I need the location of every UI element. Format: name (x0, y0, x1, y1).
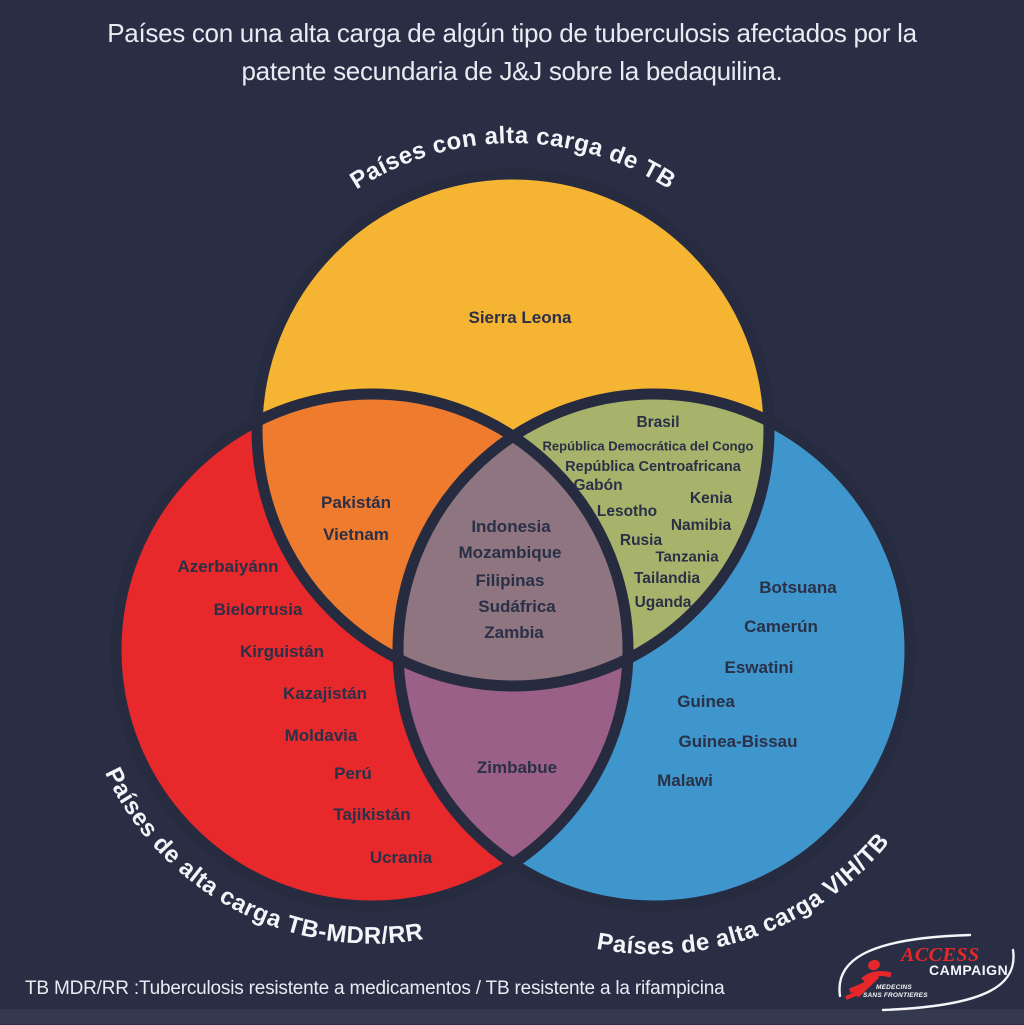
country-label: Kenia (689, 490, 733, 507)
page-title: Países con una alta carga de algún tipo … (0, 14, 1024, 90)
logo-campaign-text: CAMPAIGN (929, 962, 1008, 978)
country-label: Malawi (657, 771, 713, 790)
title-line-2: patente secundaria de J&J sobre la bedaq… (241, 56, 783, 86)
msf-icon (845, 959, 892, 1000)
circle-hiv-outline (392, 388, 916, 912)
country-label: Brasil (636, 414, 680, 431)
country-label: Tajikistán (333, 805, 411, 824)
access-campaign-logo: ACCESS CAMPAIGN MEDECINS SANS FRONTIERES (830, 918, 1022, 1020)
country-label: Mozambique (458, 543, 562, 562)
country-label: Kazajistán (282, 684, 368, 703)
country-label: Indonesia (471, 517, 551, 536)
country-label: Perú (334, 764, 372, 783)
country-label: Guinea (677, 692, 735, 711)
country-label: Azerbaiyánn (177, 557, 279, 576)
country-label: Tanzania (655, 548, 719, 566)
country-label: Botsuana (759, 578, 837, 597)
country-label: Lesotho (596, 503, 658, 520)
footer-bar (0, 1009, 1024, 1024)
country-label: Vietnam (323, 525, 389, 544)
country-label: Sudáfrica (478, 597, 556, 616)
logo-swoosh-top (838, 933, 972, 998)
country-label: Zimbabue (476, 758, 558, 777)
country-label: Camerún (744, 617, 818, 636)
country-label: Tailandia (633, 570, 701, 587)
country-label: Kirguistán (239, 642, 325, 661)
country-label: Eswatini (724, 658, 794, 677)
country-label: Filipinas (475, 571, 545, 590)
logo-access-text: ACCESS (899, 944, 980, 966)
country-label: Rusia (619, 532, 663, 549)
country-label: República Centroafricana (565, 459, 741, 475)
msf-name-line1: MEDECINS (876, 984, 912, 991)
country-label: República Democrática del Congo (542, 438, 754, 454)
country-label: Ucrania (369, 848, 433, 867)
footnote: TB MDR/RR :Tuberculosis resistente a med… (25, 978, 725, 999)
country-label: Uganda (634, 594, 692, 611)
country-label: Bielorrusia (213, 600, 303, 619)
logo-swoosh-bottom (881, 948, 1015, 1012)
msf-name-line2: SANS FRONTIERES (863, 992, 928, 999)
country-label: Guinea-Bissau (678, 732, 798, 751)
country-label: Zambia (484, 623, 544, 642)
circle-tb-outline (251, 168, 775, 692)
country-label: Pakistán (321, 493, 391, 512)
country-label: Gabón (573, 477, 623, 494)
country-label: Sierra Leona (468, 308, 572, 327)
title-line-1: Países con una alta carga de algún tipo … (107, 18, 917, 48)
country-label: Moldavia (284, 726, 358, 745)
logo-graphic: ACCESS CAMPAIGN MEDECINS SANS FRONTIERES (838, 933, 1015, 1012)
circle-mdr-outline (110, 388, 634, 912)
country-label: Namibia (670, 517, 732, 534)
